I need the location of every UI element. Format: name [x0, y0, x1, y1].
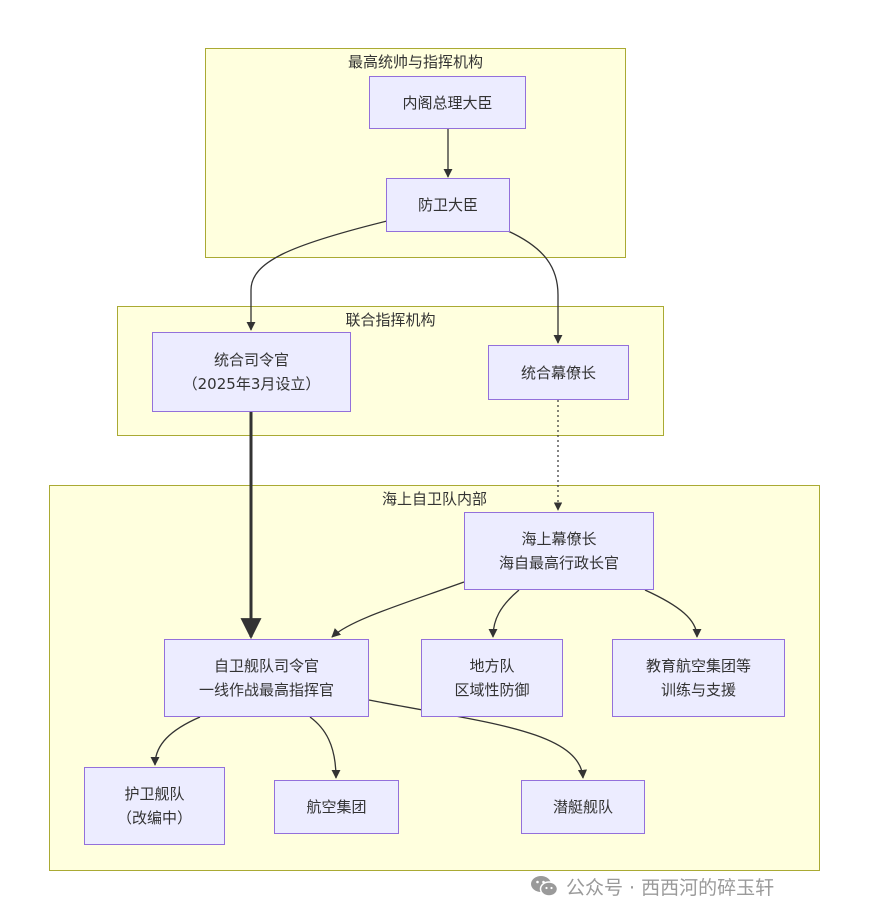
node-escort-flotilla-line2: （改编中） [116, 809, 192, 827]
node-escort-flotilla: 护卫舰队 （改编中） [84, 767, 225, 845]
node-prime-minister: 内阁总理大臣 [369, 76, 526, 129]
node-escort-flotilla-line1: 护卫舰队 [124, 785, 185, 803]
node-joint-chief-of-staff-label: 统合幕僚长 [520, 363, 596, 382]
node-fleet-commander-line2: 一线作战最高指挥官 [198, 681, 334, 699]
node-education-air-training: 教育航空集团等 训练与支援 [612, 639, 785, 717]
node-education-air-training-line2: 训练与支援 [660, 681, 736, 699]
node-maritime-chief-of-staff-line2: 海自最高行政长官 [498, 554, 619, 572]
node-joint-commander-line1: 统合司令官 [213, 351, 289, 369]
node-defense-minister-label: 防卫大臣 [417, 196, 478, 214]
node-maritime-chief-of-staff-line1: 海上幕僚长 [521, 530, 597, 548]
node-submarine-flotilla-label: 潜艇舰队 [552, 798, 613, 816]
cluster-title-msdf: 海上自卫队内部 [381, 490, 487, 508]
wechat-icon [531, 876, 558, 897]
node-defense-minister: 防卫大臣 [386, 178, 510, 232]
node-joint-commander-line2: （2025年3月设立） [182, 375, 321, 393]
node-air-group-label: 航空集团 [306, 798, 367, 816]
node-fleet-commander-line1: 自卫舰队司令官 [213, 657, 319, 675]
cluster-title-joint: 联合指挥机构 [345, 311, 436, 329]
node-education-air-training-line1: 教育航空集团等 [645, 657, 751, 675]
node-regional-district-line2: 区域性防御 [454, 681, 530, 699]
node-joint-chief-of-staff: 统合幕僚长 [488, 345, 629, 400]
node-regional-district-line1: 地方队 [469, 657, 515, 675]
node-submarine-flotilla: 潜艇舰队 [521, 780, 645, 834]
node-maritime-chief-of-staff: 海上幕僚长 海自最高行政长官 [464, 512, 654, 590]
watermark-text: 公众号 · 西西河的碎玉轩 [566, 876, 775, 899]
node-prime-minister-label: 内阁总理大臣 [402, 93, 493, 112]
node-regional-district: 地方队 区域性防御 [421, 639, 563, 717]
node-joint-commander: 统合司令官 （2025年3月设立） [152, 332, 351, 412]
cluster-title-command: 最高统帅与指挥机构 [347, 53, 483, 71]
node-air-group: 航空集团 [274, 780, 399, 834]
node-fleet-commander: 自卫舰队司令官 一线作战最高指挥官 [164, 639, 369, 717]
watermark: 公众号 · 西西河的碎玉轩 [530, 872, 774, 900]
